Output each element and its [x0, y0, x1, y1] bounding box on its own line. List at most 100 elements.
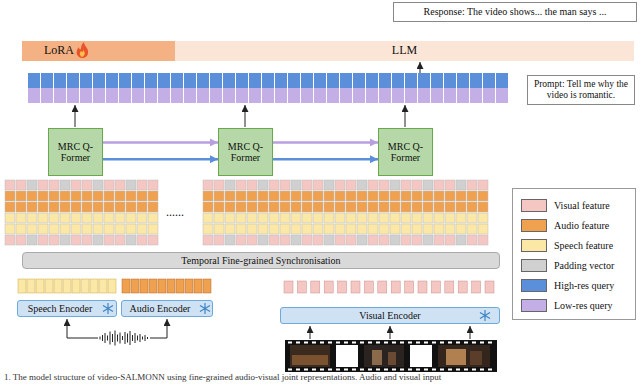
feature-cell: [104, 180, 114, 190]
feature-cell: [115, 224, 125, 234]
qformer-box: MRC Q-Former: [48, 128, 103, 176]
feature-cell: [71, 213, 81, 223]
feature-cell: [126, 235, 136, 245]
feature-cell: [104, 191, 114, 201]
speech-token: [36, 279, 44, 293]
visual-token: [284, 281, 293, 293]
feature-cell: [104, 235, 114, 245]
film-holes: [288, 342, 492, 371]
feature-cell: [324, 235, 334, 245]
feature-cell: [412, 213, 422, 223]
feature-cell: [225, 224, 235, 234]
high-res-token: [54, 73, 66, 88]
output-arrow: [420, 62, 421, 73]
ellipsis-label: ......: [166, 205, 184, 220]
high-res-token: [392, 73, 404, 88]
sync-bar: Temporal Fine-grained Synchronisation: [22, 252, 500, 269]
feature-cell: [412, 224, 422, 234]
low-res-token: [106, 88, 118, 103]
feature-cell: [137, 235, 147, 245]
legend-text: Low-res query: [554, 300, 613, 311]
feature-cell: [137, 224, 147, 234]
low-res-token: [145, 88, 157, 103]
waveform: [117, 335, 118, 342]
legend-text: High-res query: [554, 280, 614, 291]
feature-cell: [291, 213, 301, 223]
speech-token: [18, 279, 26, 293]
high-res-token: [288, 73, 300, 88]
low-res-token: [327, 88, 339, 103]
waveform: [102, 335, 103, 341]
feature-cell: [467, 180, 477, 190]
feature-cell: [434, 213, 444, 223]
node-text: LLM: [392, 44, 417, 58]
feature-cell: [368, 235, 378, 245]
feature-cell: [412, 202, 422, 212]
waveform: [132, 335, 133, 341]
node-text: MRC Q-Former: [381, 141, 430, 164]
speech-token: [90, 279, 98, 293]
low-res-token: [93, 88, 105, 103]
qformer-box: MRC Q-Former: [378, 128, 433, 176]
feature-cell: [203, 224, 213, 234]
feature-cell: [456, 202, 466, 212]
high-res-token: [483, 73, 495, 88]
feature-cell: [434, 202, 444, 212]
feature-cell: [203, 235, 213, 245]
high-res-token: [340, 73, 352, 88]
visual-token: [378, 281, 387, 293]
feature-cell: [445, 191, 455, 201]
high-res-token: [184, 73, 196, 88]
speech-token: [108, 279, 116, 293]
feature-cell: [467, 213, 477, 223]
feature-cell: [236, 224, 246, 234]
high-res-token: [444, 73, 456, 88]
feature-cell: [335, 202, 345, 212]
feature-cell: [71, 235, 81, 245]
waveform: [120, 333, 121, 344]
audio-wire: [150, 338, 167, 339]
low-res-token: [470, 88, 482, 103]
feature-cell: [126, 191, 136, 201]
feature-cell: [214, 191, 224, 201]
feature-cell: [346, 213, 356, 223]
low-res-token: [457, 88, 469, 103]
feature-cell: [335, 180, 345, 190]
low-res-token: [262, 88, 274, 103]
feature-cell: [335, 213, 345, 223]
feature-cell: [60, 180, 70, 190]
feature-cell: [82, 224, 92, 234]
frozen-icon: [200, 303, 210, 314]
node-text: Prompt: Tell me why the video is romanti…: [531, 79, 631, 101]
audio-wire: [167, 319, 168, 338]
node-text: Temporal Fine-grained Synchronisation: [181, 255, 340, 267]
feature-cell: [291, 180, 301, 190]
high-res-token: [353, 73, 365, 88]
feature-cell: [115, 202, 125, 212]
feature-cell: [126, 202, 136, 212]
feature-cell: [38, 213, 48, 223]
feature-cell: [291, 202, 301, 212]
feature-cell: [280, 180, 290, 190]
waveform: [110, 332, 111, 345]
feature-cell: [16, 213, 26, 223]
feature-cell: [49, 213, 59, 223]
waveform: [100, 337, 101, 340]
feature-cell: [335, 191, 345, 201]
feature-cell: [247, 224, 257, 234]
feature-cell: [236, 235, 246, 245]
feature-cell: [456, 235, 466, 245]
low-res-token: [405, 88, 417, 103]
feature-cell: [236, 180, 246, 190]
feature-cell: [478, 202, 488, 212]
high-res-token: [236, 73, 248, 88]
feature-cell: [16, 224, 26, 234]
feature-cell: [93, 180, 103, 190]
feature-cell: [324, 202, 334, 212]
feature-cell: [313, 191, 323, 201]
feature-cell: [379, 213, 389, 223]
legend-row: Speech feature: [521, 235, 629, 255]
feature-cell: [49, 202, 59, 212]
feature-cell: [60, 224, 70, 234]
low-res-token: [197, 88, 209, 103]
